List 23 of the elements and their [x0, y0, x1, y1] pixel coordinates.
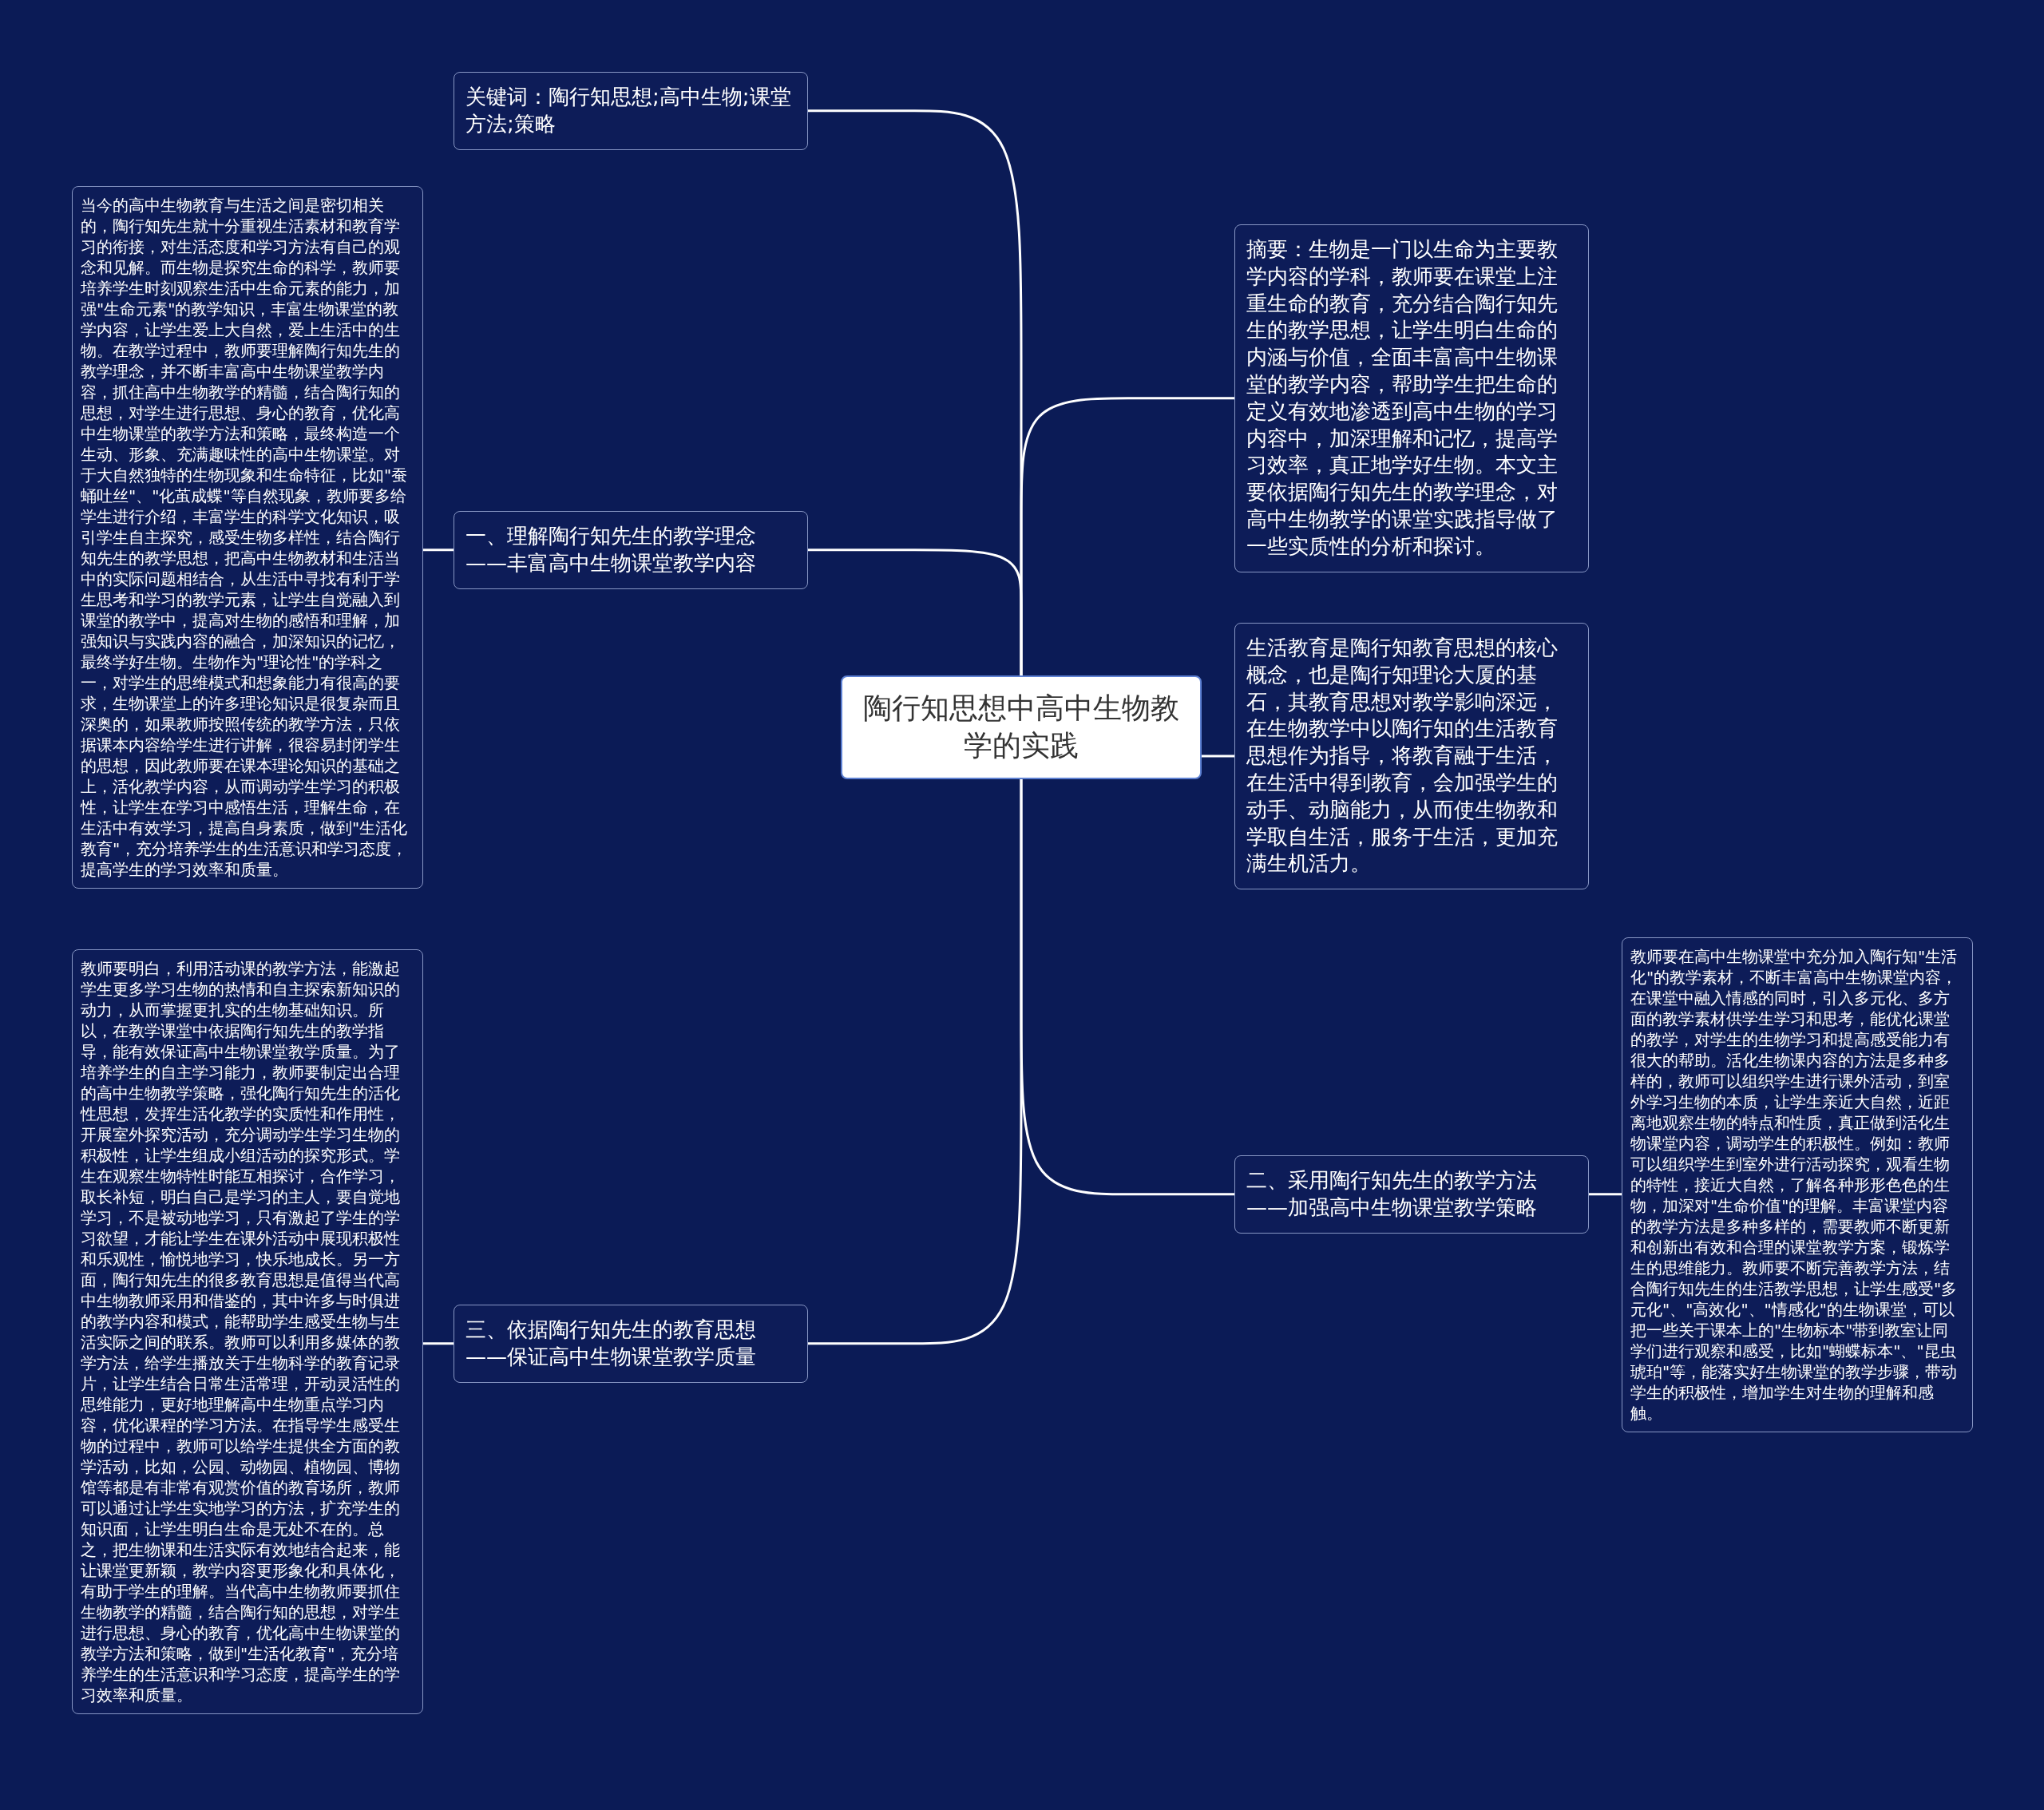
- detail-text: 教师要明白，利用活动课的教学方法，能激起学生更多学习生物的热情和自主探索新知识的动力，从而掌握更扎实的生物基础知识。所以，在教学课堂中依据陶行知先生的教学指导，能有效保证高中生物课堂教学质量。为了培养学生的自主学习能力，教师要制定出合理的高中生物教学策略，强化陶行知先生的活化性思想，发挥生活化教学的实质性和作用性，开展室外探究活动，充分调动学生学习生物的积极性，让学生组成小组活动的探究形式。学生在观察生物特性时能互相探讨，合作学习，取长补短，明白自己是学习的主人，要自觉地学习，不是被动地学习，只有激起了学生的学习欲望，才能让学生在课外活动中展现积极性和乐观性，愉悦地学习，快乐地成长。另一方面，陶行知先生的很多教育思想是值得当代高中生物教师采用和借鉴的，其中许多与时俱进的教学内容和模式，能帮助学生感受生物与生活实际之间的联系。教师可以利用多媒体的教学方法，给学生播放关于生物科学的教育记录片，让学生结合日常生活常理，开动灵活性的思维能力，更好地理解高中生物重点学习内容，优化课程的学习方法。在指导学生感受生物的过程中，教师可以给学生提供全方面的教学活动，比如，公园、动物园、植物园、博物馆等都是有非常有观赏价值的教育场所，教师可以通过让学生实地学习的方法，扩充学生的知识面，让学生明白生命是无处不在的。总之，把生物课和生活实际有效地结合起来，能让课堂更新颖，教学内容更形象化和具体化，有助于学生的理解。当代高中生物教师要抓住生物教学的精髓，结合陶行知的思想，对学生进行思想、身心的教育，优化高中生物课堂的教学方法和策略，做到"生活化教育"，充分培养学生的生活意识和学习态度，提高学生的学习效率和质量。: [81, 958, 401, 1705]
- connector-line: [1589, 1193, 1622, 1196]
- detail-text: 教师要在高中生物课堂中充分加入陶行知"生活化"的教学素材，不断丰富高中生物课堂内容，在课堂中融入情感的同时，引入多元化、多方面的教学素材供学生学习和思考，能优化课堂的教学，对学生的生物学习和提高感受能力有很大的帮助。活化生物课内容的方法是多种多样的，教师可以组织学生进行课外活动，到室外学习生物的本质，让学生亲近大自然，近距离地观察生物的特点和性质，真正做到活化生物课堂内容，调动学生的积极性。例如：教师可以组织学生到室外进行活动探究，观看生物的特性，接近大自然，了解各种形形色色的生物，加深对"生命价值"的理解。丰富课堂内容的教学方法是多种多样的，需要教师不断更新和创新出有效和合理的课堂教学方案，锻炼学生的思维能力。教师要不断完善教学方法，结合陶行知先生的生活教学思想，让学生感受"多元化"、"高效化"、"情感化"的生物课堂，可以把一些关于课本上的"生物标本"带到教室让同学们进行观察和感受，比如"蝴蝶标本"、"昆虫琥珀"等，能落实好生物课堂的教学步骤，带动学生的积极性，增加学生对生物的理解和感触。: [1630, 946, 1959, 1424]
- topic-box: [454, 72, 808, 150]
- connector-line: [423, 1342, 454, 1345]
- topic-box: [454, 1305, 808, 1383]
- topic-text: 生活教育是陶行知教育思想的核心概念，也是陶行知理论大厦的基石，其教育思想对教学影响深远，在生物教学中以陶行知的生活教育思想作为指导，将教育融于生活，在生活中得到教育，会加强学生的动手、动脑能力，从而使生物教和学取自生活，服务于生活，更加充满生机活力。: [1246, 635, 1559, 877]
- detail-text: 当今的高中生物教育与生活之间是密切相关的，陶行知先生就十分重视生活素材和教育学习的衔接，对生活态度和学习方法有自己的观念和见解。而生物是探究生命的科学，教师要培养学生时刻观察生活中生命元素的能力，加强"生命元素"的教学知识，丰富生物课堂的教学内容，让学生爱上大自然，爱上生活中的生物。在教学过程中，教师要理解陶行知先生的教学理念，并不断丰富高中生物课堂教学内容，抓住高中生物教学的精髓，结合陶行知的思想，对学生进行思想、身心的教育，优化高中生物课堂的教学方法和策略，最终构造一个生动、形象、充满趣味性的高中生物课堂。对于大自然独特的生物现象和生命特征，比如"蚕蛹吐丝"、"化茧成蝶"等自然现象，教师要多给学生进行介绍，丰富学生的科学文化知识，吸引学生自主探究，感受生物多样性，结合陶行知先生的教学思想，把高中生物教材和生活当中的实际问题相结合，从生活中寻找有利于学生思考和学习的教学元素，让学生自觉融入到课堂的教学中，提高对生物的感悟和理解，加强知识与实践内容的融合，加深知识的记忆，最终学好生物。生物作为"理论性"的学科之一，对学生的思维模式和想象能力有很高的要求，生物课堂上的许多理论知识是很复杂而且深奥的，如果教师按照传统的教学方法，只依据课本内容给学生进行讲解，很容易封闭学生的思想，因此教师要在课本理论知识的基础之上，活化教学内容，从而调动学生学习的积极性，让学生在学习中感悟生活，理解生命，在生活中有效学习，提高自身素质，做到"生活化教育"，充分培养学生的生活意识和学习态度，提高学生的学习效率和质量。: [81, 195, 409, 880]
- central-topic-box: [841, 675, 1202, 779]
- connector-line: [808, 549, 1023, 675]
- central-topic-text: 陶行知思想中高中生物教学的实践: [862, 691, 1180, 763]
- topic-box: [1234, 623, 1589, 890]
- connector-line: [808, 779, 1023, 1345]
- topic-box: [1234, 224, 1589, 572]
- topic-box: [1234, 1155, 1589, 1234]
- topic-text: 一、理解陶行知先生的教学理念——丰富高中生物课堂教学内容: [465, 523, 757, 576]
- topic-text: 摘要：生物是一门以生命为主要教学内容的学科，教师要在课堂上注重生命的教育，充分结合陶行知先生的教学思想，让学生明白生命的内涵与价值，全面丰富高中生物课堂的教学内容，帮助学生把生命的定义有效地渗透到高中生物的学习内容中，加深理解和记忆，提高学习效率，真正地学好生物。本文主要依据陶行知先生的教学理念，对高中生物教学的课堂实践指导做了一些实质性的分析和探讨。: [1246, 236, 1559, 560]
- topic-box: [454, 511, 808, 589]
- connector-line: [423, 549, 454, 552]
- topic-text: 二、采用陶行知先生的教学方法——加强高中生物课堂教学策略: [1246, 1167, 1538, 1221]
- topic-text: 关键词：陶行知思想;高中生物;课堂方法;策略: [465, 84, 792, 137]
- connector-line: [1202, 754, 1234, 758]
- topic-text: 三、依据陶行知先生的教育思想——保证高中生物课堂教学质量: [465, 1317, 757, 1370]
